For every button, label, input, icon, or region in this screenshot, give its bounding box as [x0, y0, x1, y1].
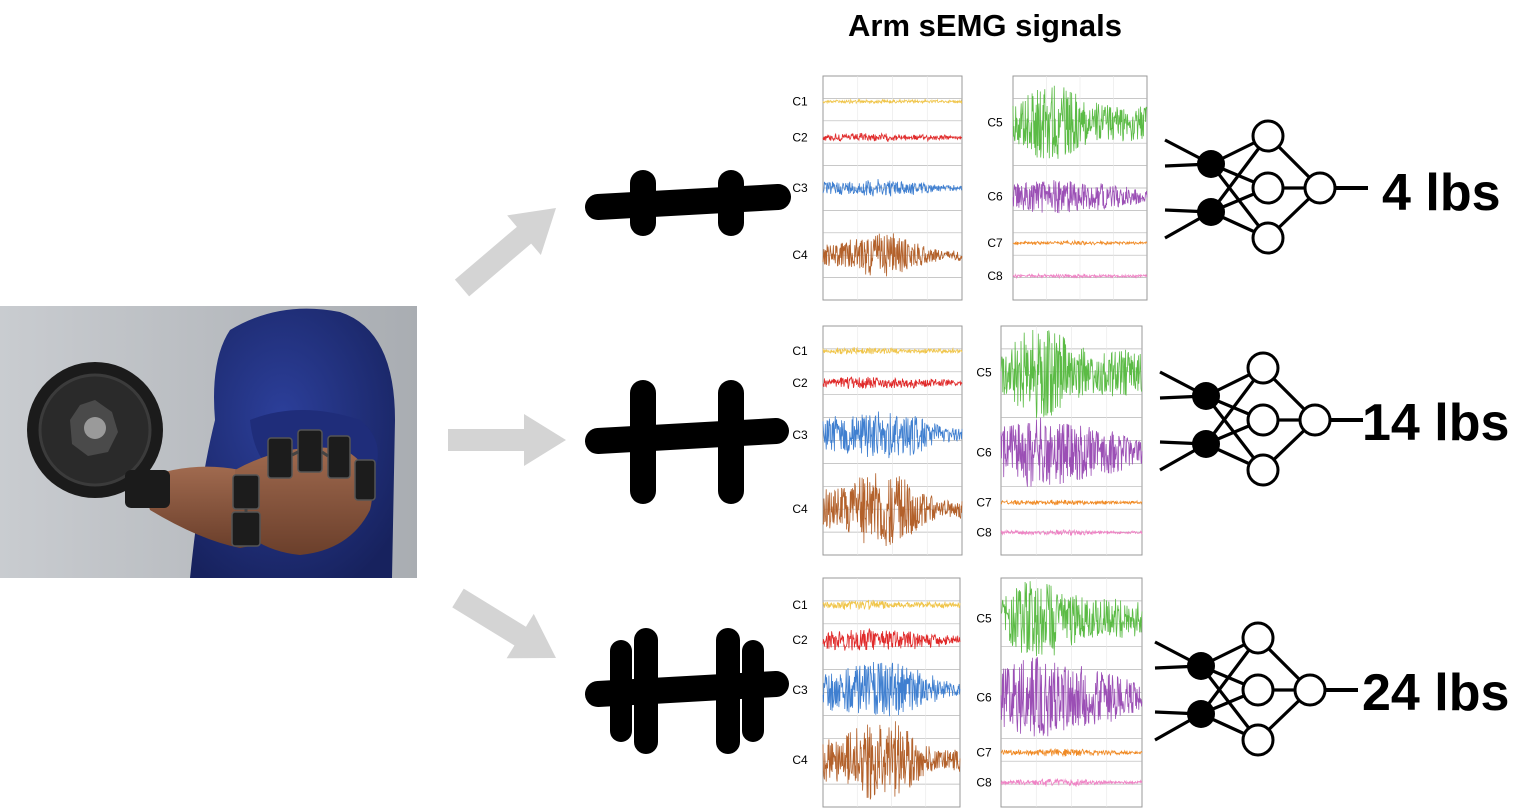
neural-network-icon [1164, 119, 1368, 255]
emg-trace-c2 [822, 628, 961, 651]
weight-label: 14 lbs [1362, 394, 1509, 452]
emg-trace-c1 [822, 346, 963, 356]
emg-trace-c6 [1000, 657, 1143, 737]
arrow-up [454, 208, 556, 297]
emg-trace-c8 [1012, 272, 1148, 280]
arrows [448, 208, 566, 659]
channel-label-c5: C5 [976, 366, 992, 380]
emg-trace-c4 [822, 473, 963, 547]
emg-trace-c4 [822, 721, 961, 800]
channel-label-c5: C5 [987, 116, 1003, 130]
emg-trace-c5 [1012, 85, 1148, 159]
emg-trace-c5 [1000, 581, 1143, 657]
neural-network-icon [1154, 621, 1358, 757]
neural-network-icon [1159, 351, 1363, 487]
channel-label-c6: C6 [976, 691, 992, 705]
channel-label-c2: C2 [792, 131, 808, 145]
channel-label-c7: C7 [976, 496, 992, 510]
emg-trace-c8 [1000, 528, 1143, 536]
channel-label-c7: C7 [976, 746, 992, 760]
channel-label-c3: C3 [792, 683, 808, 697]
emg-trace-c4 [822, 233, 963, 277]
channel-label-c8: C8 [987, 269, 1003, 283]
channel-label-c6: C6 [987, 190, 1003, 204]
emg-trace-c6 [1012, 180, 1148, 214]
channel-label-c4: C4 [792, 502, 808, 516]
emg-trace-c2 [822, 376, 963, 390]
channel-label-c6: C6 [976, 446, 992, 460]
arm-photo [0, 306, 417, 578]
arrow-down [452, 588, 556, 659]
channel-label-c3: C3 [792, 181, 808, 195]
emg-trace-c3 [822, 411, 963, 459]
dumbbell-in-hand-icon [27, 362, 170, 508]
emg-trace-c8 [1000, 778, 1143, 788]
emg-trace-c3 [822, 179, 963, 197]
emg-trace-c7 [1000, 748, 1143, 758]
channel-label-c1: C1 [792, 344, 808, 358]
figure-title: Arm sEMG signals [848, 8, 1122, 43]
emg-trace-c3 [822, 661, 961, 717]
emg-armband-icon [231, 429, 376, 547]
channel-label-c8: C8 [976, 526, 992, 540]
emg-trace-c7 [1000, 499, 1143, 506]
emg-trace-c5 [1000, 329, 1143, 419]
channel-label-c4: C4 [792, 753, 808, 767]
channel-label-c7: C7 [987, 236, 1003, 250]
dumbbell-light-icon [585, 170, 791, 236]
dumbbell-heavy-icon [585, 628, 789, 754]
channel-label-c2: C2 [792, 633, 808, 647]
channel-label-c5: C5 [976, 612, 992, 626]
emg-trace-c1 [822, 98, 963, 105]
emg-trace-c2 [822, 132, 963, 143]
weight-label: 24 lbs [1362, 664, 1509, 722]
emg-trace-c6 [1000, 417, 1143, 487]
channel-label-c8: C8 [976, 776, 992, 790]
channel-label-c2: C2 [792, 376, 808, 390]
emg-trace-c1 [822, 599, 961, 611]
weight-label: 4 lbs [1382, 164, 1501, 222]
channel-label-c1: C1 [792, 95, 808, 109]
channel-label-c3: C3 [792, 428, 808, 442]
channel-label-c1: C1 [792, 598, 808, 612]
arrow-middle [448, 414, 566, 466]
emg-trace-c7 [1012, 239, 1148, 247]
dumbbell-medium-icon [585, 380, 789, 504]
channel-label-c4: C4 [792, 248, 808, 262]
